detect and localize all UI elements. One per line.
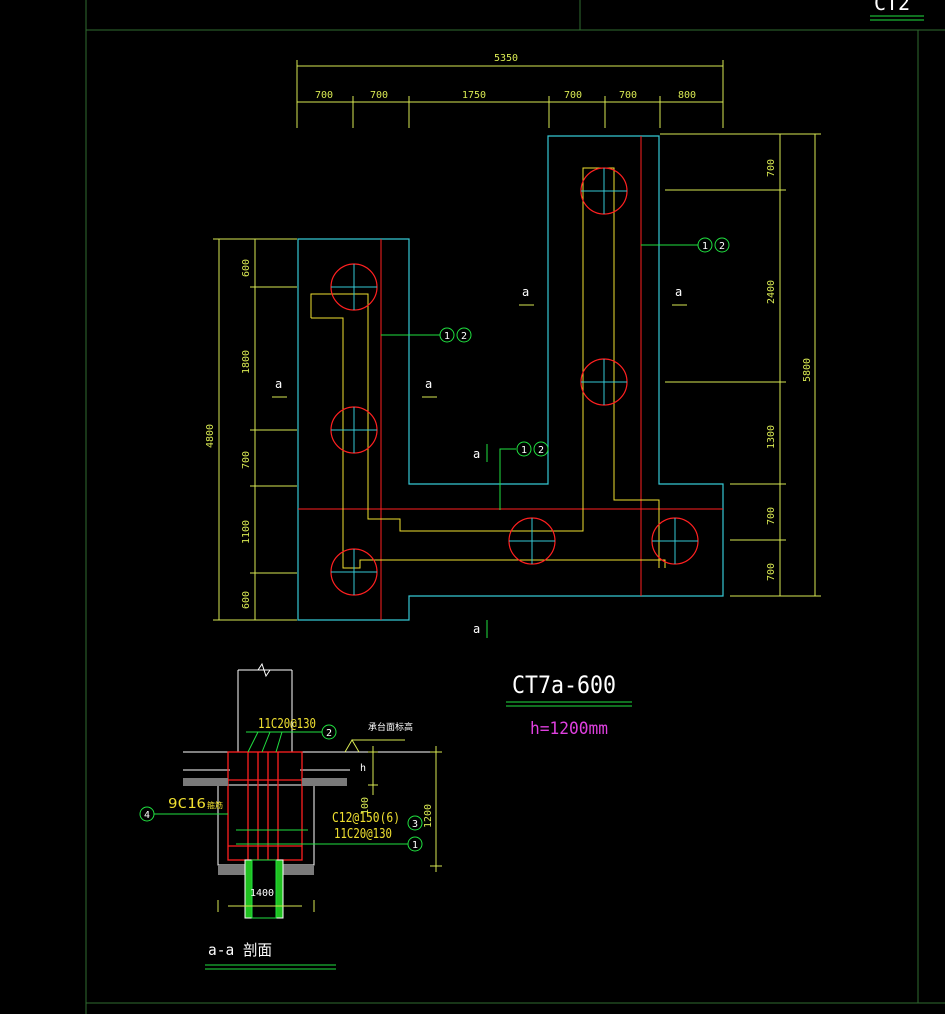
rebar-tag: 2 bbox=[461, 331, 467, 342]
section-stirrup: C12@150(6) bbox=[332, 811, 400, 826]
height-label: h=1200mm bbox=[530, 719, 608, 739]
svg-text:2: 2 bbox=[326, 728, 332, 739]
rebar-tag: 2 bbox=[719, 241, 725, 252]
rebar-tag: 1 bbox=[702, 241, 708, 252]
pile-cap-outline bbox=[297, 135, 724, 621]
dim-left-seg-4: 1100 bbox=[241, 520, 252, 544]
dim-left-total: 4800 bbox=[205, 424, 216, 448]
dim-top-total: 5350 bbox=[494, 53, 518, 64]
left-dimensions bbox=[213, 238, 297, 621]
section-marker: a bbox=[473, 622, 480, 636]
svg-text:4: 4 bbox=[144, 810, 150, 821]
rebar-tag-group: 1 2 bbox=[697, 237, 730, 253]
section-top-bar: 11C20@130 bbox=[258, 717, 316, 732]
dim-right-seg-3: 1300 bbox=[766, 425, 777, 449]
section-tag: 3 bbox=[407, 815, 423, 831]
dim-left-seg-3: 700 bbox=[241, 451, 252, 469]
pile bbox=[330, 548, 378, 596]
section-tag: 1 bbox=[407, 836, 423, 852]
pile bbox=[580, 167, 628, 215]
drawing-title: CT7a-600 bbox=[512, 671, 616, 699]
dim-top-seg-5: 700 bbox=[619, 90, 637, 101]
title-underline bbox=[506, 701, 632, 707]
pile bbox=[651, 517, 699, 565]
svg-text:1: 1 bbox=[412, 840, 418, 851]
section-height: 1200 bbox=[423, 804, 434, 828]
sheet-tag-underline bbox=[870, 15, 924, 21]
pile bbox=[330, 263, 378, 311]
section-top-label: 承台面标高 bbox=[368, 721, 413, 733]
pile bbox=[508, 517, 556, 565]
dim-left-seg-2: 1800 bbox=[241, 350, 252, 374]
section-tag: 2 bbox=[321, 724, 337, 740]
pile bbox=[580, 358, 628, 406]
section-h-mark: h bbox=[360, 763, 366, 774]
rebar-tag: 1 bbox=[444, 331, 450, 342]
axis-lines bbox=[298, 136, 723, 620]
section-side-bar-suffix: 箍筋 bbox=[207, 800, 223, 810]
section-tag: 4 bbox=[139, 806, 155, 822]
dim-left-seg-1: 600 bbox=[241, 259, 252, 277]
section-marker: a bbox=[522, 285, 529, 299]
dim-right-seg-5: 700 bbox=[766, 563, 777, 581]
section-bottom-bar: 11C20@130 bbox=[334, 827, 392, 842]
sheet-tag: CT2 bbox=[874, 0, 910, 15]
piles bbox=[330, 167, 699, 596]
right-dimensions bbox=[660, 133, 821, 597]
section-marker: a bbox=[425, 377, 432, 391]
rebar-tag: 2 bbox=[538, 445, 544, 456]
section-title: a-a 剖面 bbox=[208, 941, 272, 959]
section-markers: a a a a a a bbox=[272, 285, 687, 638]
dim-left-seg-5: 600 bbox=[241, 591, 252, 609]
section-detail: 1200 100 h 承台面标高 1400 11C20@130 9C16 箍筋 … bbox=[139, 662, 442, 970]
section-cover: 100 bbox=[360, 797, 371, 815]
dim-top-seg-2: 700 bbox=[370, 90, 388, 101]
dim-top-seg-4: 700 bbox=[564, 90, 582, 101]
section-pile-dia: 1400 bbox=[250, 888, 274, 899]
dim-right-seg-2: 2400 bbox=[766, 280, 777, 304]
rebar-path bbox=[310, 167, 666, 569]
dim-right-seg-4: 700 bbox=[766, 507, 777, 525]
rebar-leaders bbox=[381, 244, 698, 510]
top-dimensions bbox=[296, 60, 724, 128]
section-marker: a bbox=[275, 377, 282, 391]
pile bbox=[330, 406, 378, 454]
rebar-tag: 1 bbox=[521, 445, 527, 456]
dim-top-seg-1: 700 bbox=[315, 90, 333, 101]
sheet-frame bbox=[85, 0, 945, 1014]
section-side-bar: 9C16 bbox=[168, 797, 206, 812]
dim-top-seg-6: 800 bbox=[678, 90, 696, 101]
rebar-tag-group: 1 2 bbox=[439, 327, 472, 343]
dim-right-total: 5800 bbox=[802, 358, 813, 382]
dim-top-seg-3: 1750 bbox=[462, 90, 486, 101]
dim-right-seg-1: 700 bbox=[766, 159, 777, 177]
svg-text:3: 3 bbox=[412, 819, 418, 830]
section-marker: a bbox=[675, 285, 682, 299]
rebar-tag-group: 1 2 bbox=[516, 441, 549, 457]
section-marker: a bbox=[473, 447, 480, 461]
